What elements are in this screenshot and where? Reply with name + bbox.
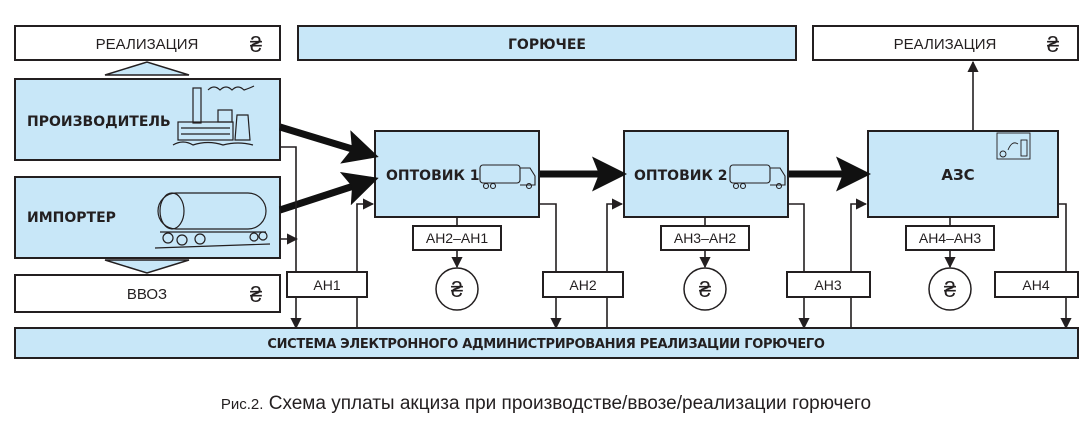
down-triangle bbox=[104, 259, 190, 274]
payment-circle-2: ₴ bbox=[683, 267, 727, 311]
ah4-ah3-box: АН4–АН3 bbox=[905, 225, 995, 251]
ah2-label: АН2 bbox=[569, 277, 596, 293]
figure-caption: Рис.2. Схема уплаты акциза при производс… bbox=[0, 393, 1092, 415]
ah4-box: АН4 bbox=[994, 271, 1079, 298]
line-wholesaler2-to-system bbox=[788, 203, 810, 330]
wholesaler-2-label: ОПТОВИК 2 bbox=[634, 168, 728, 184]
wholesaler-2-box: ОПТОВИК 2 bbox=[623, 130, 789, 218]
hryvnia-icon: ₴ bbox=[699, 277, 712, 302]
hryvnia-icon: ₴ bbox=[250, 282, 263, 307]
line-wholesaler1-to-system bbox=[539, 203, 562, 330]
fuel-label: ГОРЮЧЕЕ bbox=[508, 37, 586, 53]
tank-wagon-icon bbox=[154, 192, 271, 249]
factory-icon bbox=[172, 85, 255, 146]
ah3-label: АН3 bbox=[814, 277, 841, 293]
ah2-box: АН2 bbox=[542, 271, 624, 298]
payment-circle-3: ₴ bbox=[928, 267, 972, 311]
realization-left-label: РЕАЛИЗАЦИЯ bbox=[96, 36, 199, 53]
line-system-to-gas-station bbox=[850, 198, 868, 328]
fuel-truck-icon bbox=[479, 164, 536, 190]
hryvnia-icon: ₴ bbox=[451, 277, 464, 302]
ah4-ah3-label: АН4–АН3 bbox=[919, 230, 981, 246]
line-system-to-wholesaler2 bbox=[606, 198, 624, 328]
ah1-label: АН1 bbox=[313, 277, 340, 293]
ah4-label: АН4 bbox=[1022, 277, 1049, 293]
wholesaler-1-label: ОПТОВИК 1 bbox=[386, 168, 480, 184]
realization-box-left: РЕАЛИЗАЦИЯ ₴ bbox=[14, 25, 281, 61]
hryvnia-icon: ₴ bbox=[250, 32, 263, 57]
gas-station-box: АЗС bbox=[867, 130, 1059, 218]
importer-label: ИМПОРТЕР bbox=[27, 210, 116, 226]
producer-label: ПРОИЗВОДИТЕЛЬ bbox=[27, 114, 171, 130]
wholesaler-1-box: ОПТОВИК 1 bbox=[374, 130, 540, 218]
ah2-ah1-label: АН2–АН1 bbox=[426, 230, 488, 246]
ah1-box: АН1 bbox=[286, 271, 368, 298]
payment-circle-1: ₴ bbox=[435, 267, 479, 311]
import-box: ВВОЗ ₴ bbox=[14, 274, 281, 313]
fuel-truck-icon bbox=[729, 164, 786, 190]
importer-box: ИМПОРТЕР bbox=[14, 176, 281, 259]
realization-right-label: РЕАЛИЗАЦИЯ bbox=[894, 36, 997, 53]
producer-box: ПРОИЗВОДИТЕЛЬ bbox=[14, 78, 281, 161]
ah3-box: АН3 bbox=[786, 271, 871, 298]
line-system-to-wholesaler1 bbox=[356, 198, 375, 328]
fuel-box: ГОРЮЧЕЕ bbox=[297, 25, 797, 61]
line-producer-to-system bbox=[280, 146, 302, 330]
flow-arrow-producer-to-wholesaler1 bbox=[278, 123, 379, 164]
hryvnia-icon: ₴ bbox=[944, 277, 957, 302]
fuel-pump-icon bbox=[996, 132, 1031, 160]
figure-caption-prefix: Рис.2. bbox=[220, 396, 264, 413]
ah3-ah2-label: АН3–АН2 bbox=[674, 230, 736, 246]
line-gas-station-to-system bbox=[1058, 203, 1072, 330]
up-triangle bbox=[104, 61, 190, 76]
figure-caption-text: Схема уплаты акциза при производстве/вво… bbox=[263, 393, 872, 414]
gas-station-label: АЗС bbox=[941, 166, 974, 184]
flow-arrow-importer-to-wholesaler1 bbox=[278, 172, 379, 214]
ah2-ah1-box: АН2–АН1 bbox=[412, 225, 502, 251]
import-label: ВВОЗ bbox=[127, 286, 167, 303]
realization-box-right: РЕАЛИЗАЦИЯ ₴ bbox=[812, 25, 1079, 61]
hryvnia-icon: ₴ bbox=[1047, 32, 1060, 57]
system-bar: СИСТЕМА ЭЛЕКТРОННОГО АДМИНИСТРИРОВАНИЯ Р… bbox=[14, 327, 1079, 359]
ah3-ah2-box: АН3–АН2 bbox=[660, 225, 750, 251]
system-label: СИСТЕМА ЭЛЕКТРОННОГО АДМИНИСТРИРОВАНИЯ Р… bbox=[267, 337, 825, 352]
